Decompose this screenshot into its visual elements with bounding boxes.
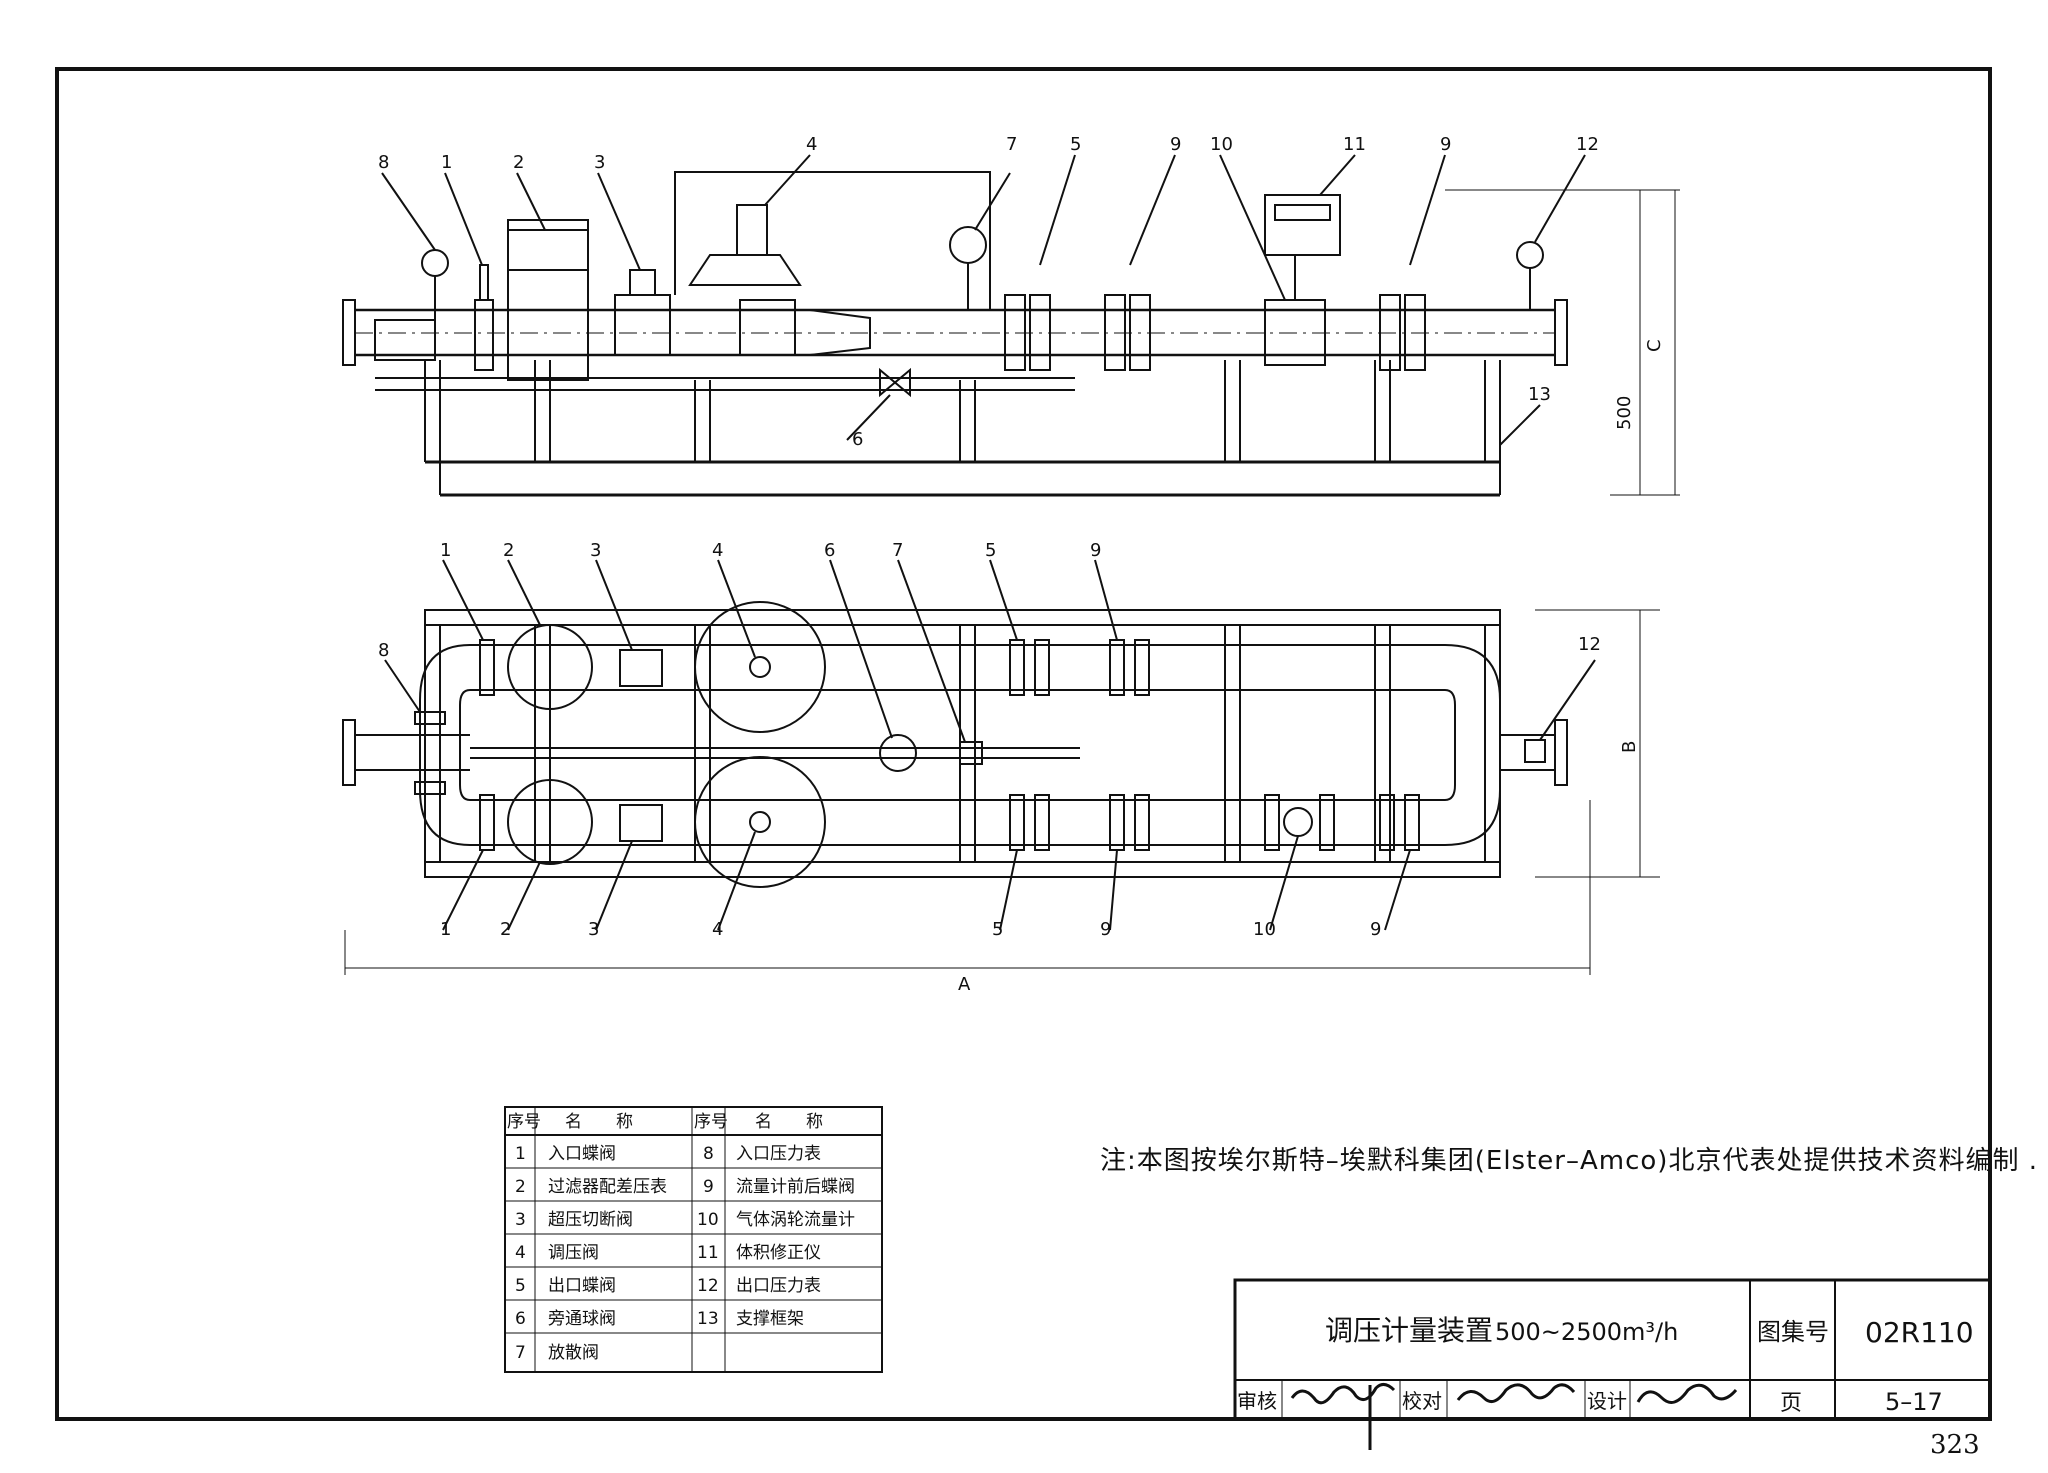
elevation-label: 6 [852,429,863,450]
table-cell: 体积修正仪 [736,1243,821,1263]
table-header-no: 序号 [507,1112,541,1132]
drawing-title: 调压计量装置 [1325,1314,1493,1347]
elevation-label: 3 [594,152,605,173]
table-cell: 超压切断阀 [548,1210,633,1230]
plan-label: 9 [1100,919,1111,940]
table-cell: 10 [697,1210,719,1230]
plan-label: 12 [1578,634,1601,655]
plan-label: 3 [590,540,601,561]
design-label: 设计 [1587,1389,1627,1413]
table-cell: 5 [515,1276,526,1296]
table-cell: 过滤器配差压表 [548,1177,667,1197]
table-cell: 8 [703,1144,714,1164]
plan-label: 1 [440,540,451,561]
atlas-number: 02R110 [1865,1316,1974,1349]
plan-label: 9 [1370,919,1381,940]
parts-table-text: 序号 名 称 序号 名 称 1 入口蝶阀 8 入口压力表 2 过滤器配差压表 9… [507,1112,855,1363]
table-cell: 3 [515,1210,526,1230]
signature-check [1456,1383,1576,1404]
drawing-note: 注:本图按埃尔斯特–埃默科集团(Elster–Amco)北京代表处提供技术资料编… [1100,1146,2038,1176]
table-cell: 出口蝶阀 [548,1276,616,1296]
table-cell: 出口压力表 [736,1276,821,1296]
elevation-label: 2 [513,152,524,173]
table-cell: 流量计前后蝶阀 [736,1177,855,1197]
table-cell: 气体涡轮流量计 [736,1210,855,1230]
plan-label: 5 [985,540,996,561]
plan-label: 3 [588,919,599,940]
elevation-label: 5 [1070,134,1081,155]
table-cell: 2 [515,1177,526,1197]
dimension-500: 500 [1614,396,1635,430]
elevation-label: 10 [1210,134,1233,155]
table-cell: 7 [515,1343,526,1363]
table-cell: 入口蝶阀 [548,1144,616,1164]
table-cell: 6 [515,1309,526,1329]
plan-label: 9 [1090,540,1101,561]
table-cell: 9 [703,1177,714,1197]
dimension-a: A [958,974,971,995]
elevation-label: 4 [806,134,817,155]
plan-label: 4 [712,919,723,940]
table-cell: 放散阀 [548,1343,599,1363]
plan-label: 6 [824,540,835,561]
title-block [1233,1278,1992,1421]
table-cell: 1 [515,1144,526,1164]
plan-label: 2 [503,540,514,561]
table-header-no2: 序号 [694,1112,728,1132]
drawing-range: 500~2500m³/h [1495,1318,1678,1346]
elevation-view [342,154,1680,497]
table-cell: 入口压力表 [736,1144,821,1164]
plan-label: 2 [500,919,511,940]
table-cell: 支撑框架 [736,1309,804,1329]
page-number: 323 [1930,1430,1980,1460]
plan-label: 1 [440,919,451,940]
plan-label: 8 [378,640,389,661]
plan-label: 5 [992,919,1003,940]
review-label: 审核 [1237,1389,1277,1413]
plan-label: 10 [1253,919,1276,940]
elevation-labels: 8 1 2 3 4 7 5 9 10 11 9 12 6 13 C 500 [378,134,1665,450]
signature-review [1290,1383,1396,1450]
table-cell: 13 [697,1309,719,1329]
check-label: 校对 [1402,1389,1442,1413]
elevation-label: 13 [1528,384,1551,405]
plan-label: 7 [892,540,903,561]
table-header-name2: 名 称 [755,1112,823,1132]
dimension-c: C [1644,339,1665,352]
page-label: 页 [1780,1391,1802,1416]
table-cell: 旁通球阀 [548,1309,616,1329]
table-cell: 4 [515,1243,526,1263]
title-block-text: 调压计量装置 500~2500m³/h 图集号 02R110 审核 校对 设计 … [1237,1314,1974,1416]
table-cell: 调压阀 [548,1243,599,1263]
plan-view [342,559,1660,975]
plan-label: 4 [712,540,723,561]
elevation-label: 9 [1440,134,1451,155]
page-value: 5–17 [1885,1388,1943,1416]
drawing-frame [55,67,1992,1421]
table-cell: 12 [697,1276,719,1296]
elevation-label: 9 [1170,134,1181,155]
elevation-label: 8 [378,152,389,173]
parts-table [504,1106,883,1373]
table-header-name: 名 称 [565,1112,633,1132]
table-cell: 11 [697,1243,719,1263]
elevation-label: 12 [1576,134,1599,155]
signature-design [1636,1383,1738,1404]
elevation-label: 7 [1006,134,1017,155]
dimension-b: B [1619,741,1640,753]
atlas-label: 图集号 [1757,1318,1829,1346]
elevation-label: 1 [441,152,452,173]
plan-labels: 1 2 3 4 6 7 5 9 8 12 1 2 3 4 5 9 10 9 A … [378,540,1640,995]
elevation-label: 11 [1343,134,1366,155]
